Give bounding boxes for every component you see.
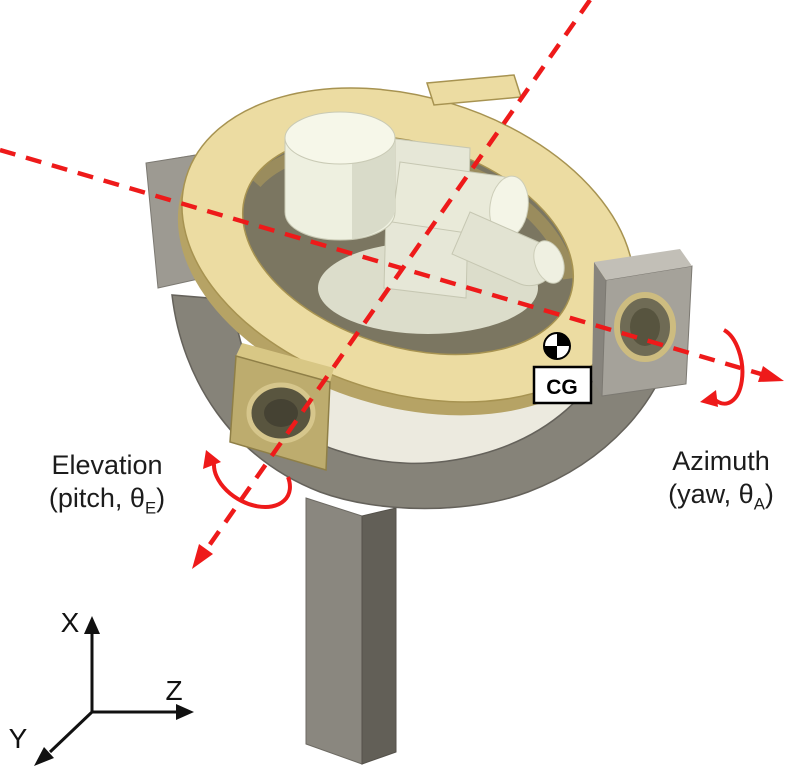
cg-label-box	[532, 365, 593, 405]
coordinate-triad: X Y Z	[9, 607, 194, 766]
pedestal-post-side	[361, 507, 397, 765]
elevation-trunnion	[229, 343, 334, 471]
x-axis-label: X	[61, 607, 80, 638]
z-axis-arrowhead	[176, 704, 194, 720]
mech-vertical-cylinder-top	[284, 111, 396, 165]
cg-marker-quadrant-tr	[557, 333, 570, 346]
x-axis-arrowhead	[84, 616, 100, 634]
elevation-subscript: E	[144, 498, 157, 518]
azimuth-rotation-arrowhead	[700, 390, 718, 407]
inner-mechanism	[284, 111, 565, 334]
azimuth-rotation-arrow	[712, 328, 745, 406]
azimuth-axis-line	[0, 147, 762, 377]
right-arm-block	[592, 249, 693, 397]
elevation-rotation-arrowhead	[203, 450, 221, 469]
z-axis-label: Z	[165, 675, 182, 706]
elevation-label-detail: (pitch, θE)	[48, 483, 166, 518]
y-axis-label: Y	[9, 723, 28, 754]
axes-annotations	[0, 0, 784, 569]
ring-tab	[426, 74, 522, 106]
elevation-label-name: Elevation	[51, 450, 163, 480]
cg-label: CG	[546, 376, 578, 399]
right-arm-block-top	[594, 249, 692, 280]
azimuth-label: Azimuth (yaw, θA)	[642, 445, 800, 520]
gimbal-mechanism	[145, 74, 693, 765]
azimuth-axis-arrowhead	[758, 366, 784, 382]
elevation-axis-arrowhead	[192, 544, 213, 569]
elevation-label: Elevation (pitch, θE)	[22, 449, 192, 524]
trunnion-top	[236, 343, 334, 382]
pedestal-post-front	[305, 497, 363, 765]
azimuth-bearing-bore	[630, 308, 660, 346]
cg-marker-quadrant-bl	[544, 346, 557, 359]
mech-lower-cylinder-cap	[533, 240, 565, 284]
azimuth-label-name: Azimuth	[672, 446, 770, 476]
elevation-axis-line	[204, 0, 592, 552]
elevation-rotation-arrow	[211, 463, 292, 510]
y-axis-line	[48, 710, 94, 754]
right-arm-block-side	[592, 262, 606, 396]
elevation-bearing-bore	[264, 399, 298, 427]
y-axis-arrowhead	[34, 747, 54, 766]
azimuth-subscript: A	[753, 494, 765, 514]
cg-annotation: CG	[532, 332, 593, 405]
azimuth-label-detail: (yaw, θA)	[668, 479, 774, 514]
mech-vertical-cylinder-shade	[352, 140, 395, 239]
